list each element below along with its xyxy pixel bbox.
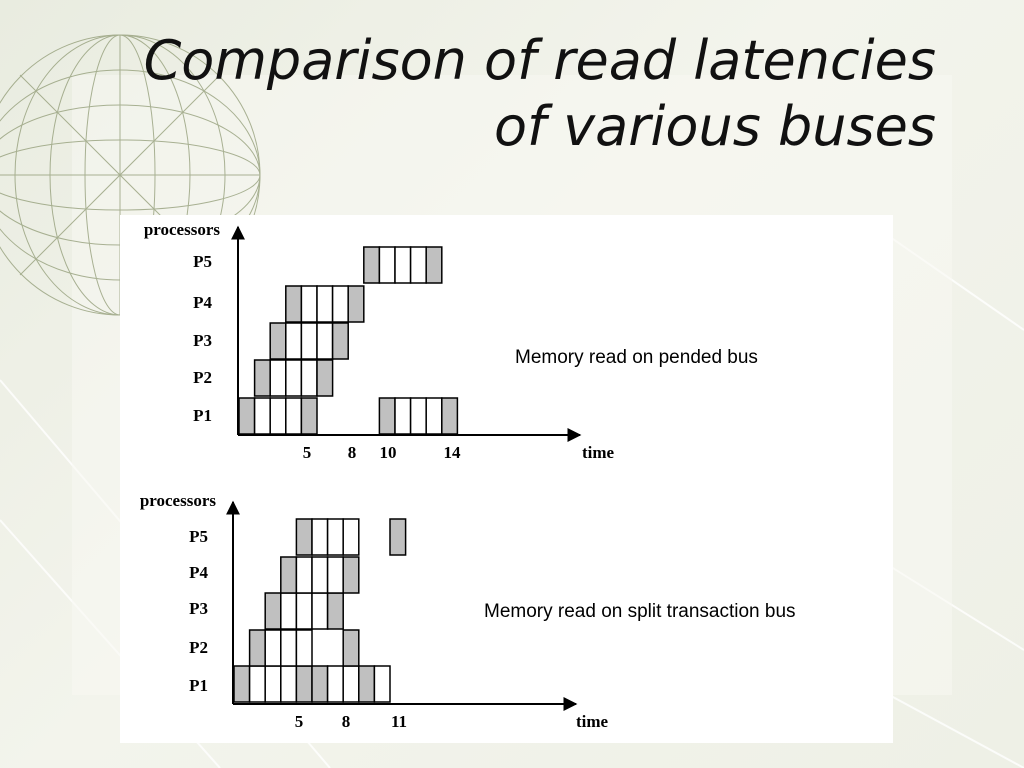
pended-p4-cell-4: [300, 285, 318, 323]
pended-p1-cell-12: [425, 397, 443, 435]
split-p2-cell-7-shaded: [342, 629, 360, 667]
split-p1-cell-3: [280, 665, 298, 703]
split-cells: [233, 518, 407, 703]
split-p2-cell-4: [295, 629, 313, 667]
pended-label-p5: P5: [193, 252, 212, 271]
pended-label-p4: P4: [193, 293, 212, 312]
split-p5-cell-10-shaded: [389, 518, 407, 556]
split-label-p3: P3: [189, 599, 208, 618]
pended-label-p1: P1: [193, 406, 212, 425]
pended-p1-cell-2: [269, 397, 287, 435]
split-p5-cell-4-shaded: [295, 518, 313, 556]
pended-p3-cell-4: [300, 322, 318, 360]
split-p3-cell-6-shaded: [326, 592, 344, 630]
split-p4-cell-6: [326, 556, 344, 594]
split-p1-cell-8-shaded: [358, 665, 376, 703]
split-p4-cell-4: [295, 556, 313, 594]
split-p1-cell-7: [342, 665, 360, 703]
split-p5-cell-6: [326, 518, 344, 556]
pended-tick-10: 10: [380, 443, 397, 462]
pended-caption: Memory read on pended bus: [515, 347, 758, 368]
split-p1-cell-6: [326, 665, 344, 703]
pended-p5-cell-12-shaded: [425, 246, 443, 284]
pended-x-axis-label: time: [582, 443, 615, 462]
split-label-p4: P4: [189, 563, 208, 582]
split-p4-cell-5: [311, 556, 329, 594]
split-p4-cell-7-shaded: [342, 556, 360, 594]
split-tick-5: 5: [295, 712, 304, 731]
split-p1-cell-4-shaded: [295, 665, 313, 703]
split-bus-diagram: processors P5 P4 P3 P2 P1 5 8 11 time Me…: [140, 491, 796, 731]
title-line-2: of various buses: [493, 95, 936, 158]
split-p1-cell-0-shaded: [233, 665, 251, 703]
bus-timing-diagrams: processors P5 P4 P3 P2 P1 5 8 10 14 time…: [140, 220, 796, 731]
pended-p3-cell-6-shaded: [331, 322, 349, 360]
split-p4-cell-3-shaded: [280, 556, 298, 594]
pended-p2-cell-1-shaded: [253, 359, 271, 397]
pended-label-p2: P2: [193, 368, 212, 387]
pended-p3-cell-3: [285, 322, 303, 360]
split-tick-8: 8: [342, 712, 351, 731]
pended-p1-cell-3: [285, 397, 303, 435]
title-line-1: Comparison of read latencies: [143, 29, 936, 92]
pended-y-axis-label: processors: [144, 220, 221, 239]
split-p2-cell-2: [264, 629, 282, 667]
split-p1-cell-2: [264, 665, 282, 703]
pended-tick-14: 14: [444, 443, 462, 462]
pended-p4-cell-7-shaded: [347, 285, 365, 323]
pended-p2-cell-5-shaded: [316, 359, 334, 397]
split-p2-cell-1-shaded: [248, 629, 266, 667]
split-p2-cell-3: [280, 629, 298, 667]
pended-p2-cell-2: [269, 359, 287, 397]
pended-p5-cell-8-shaded: [363, 246, 381, 284]
pended-p5-cell-9: [378, 246, 396, 284]
pended-p4-cell-3-shaded: [285, 285, 303, 323]
pended-p2-cell-4: [300, 359, 318, 397]
split-p3-cell-3: [280, 592, 298, 630]
pended-p3-cell-5: [316, 322, 334, 360]
split-p3-cell-5: [311, 592, 329, 630]
split-label-p1: P1: [189, 676, 208, 695]
pended-p5-cell-10: [394, 246, 412, 284]
pended-p4-cell-5: [316, 285, 334, 323]
split-tick-11: 11: [391, 712, 407, 731]
page-title: Comparison of read latencies of various …: [144, 28, 936, 160]
split-p1-cell-1: [248, 665, 266, 703]
pended-tick-8: 8: [348, 443, 357, 462]
split-p3-cell-2-shaded: [264, 592, 282, 630]
split-label-p2: P2: [189, 638, 208, 657]
pended-p1-cell-10: [394, 397, 412, 435]
pended-p1-cell-0-shaded: [238, 397, 256, 435]
pended-bus-diagram: processors P5 P4 P3 P2 P1 5 8 10 14 time…: [144, 220, 758, 462]
pended-p1-cell-4-shaded: [300, 397, 318, 435]
pended-label-p3: P3: [193, 331, 212, 350]
pended-p3-cell-2-shaded: [269, 322, 287, 360]
split-p3-cell-4: [295, 592, 313, 630]
split-x-axis-label: time: [576, 712, 609, 731]
pended-p1-cell-13-shaded: [441, 397, 459, 435]
split-caption: Memory read on split transaction bus: [484, 601, 796, 622]
split-p1-cell-9: [373, 665, 391, 703]
pended-p4-cell-6: [331, 285, 349, 323]
pended-p1-cell-11: [409, 397, 427, 435]
split-label-p5: P5: [189, 527, 208, 546]
pended-p1-cell-9-shaded: [378, 397, 396, 435]
pended-p2-cell-3: [285, 359, 303, 397]
pended-cells: [238, 246, 459, 435]
split-p5-cell-5: [311, 518, 329, 556]
figure-panel: processors P5 P4 P3 P2 P1 5 8 10 14 time…: [120, 215, 893, 743]
split-p1-cell-5-shaded: [311, 665, 329, 703]
split-p5-cell-7: [342, 518, 360, 556]
pended-p1-cell-1: [253, 397, 271, 435]
split-y-axis-label: processors: [140, 491, 217, 510]
pended-tick-5: 5: [303, 443, 312, 462]
pended-p5-cell-11: [409, 246, 427, 284]
